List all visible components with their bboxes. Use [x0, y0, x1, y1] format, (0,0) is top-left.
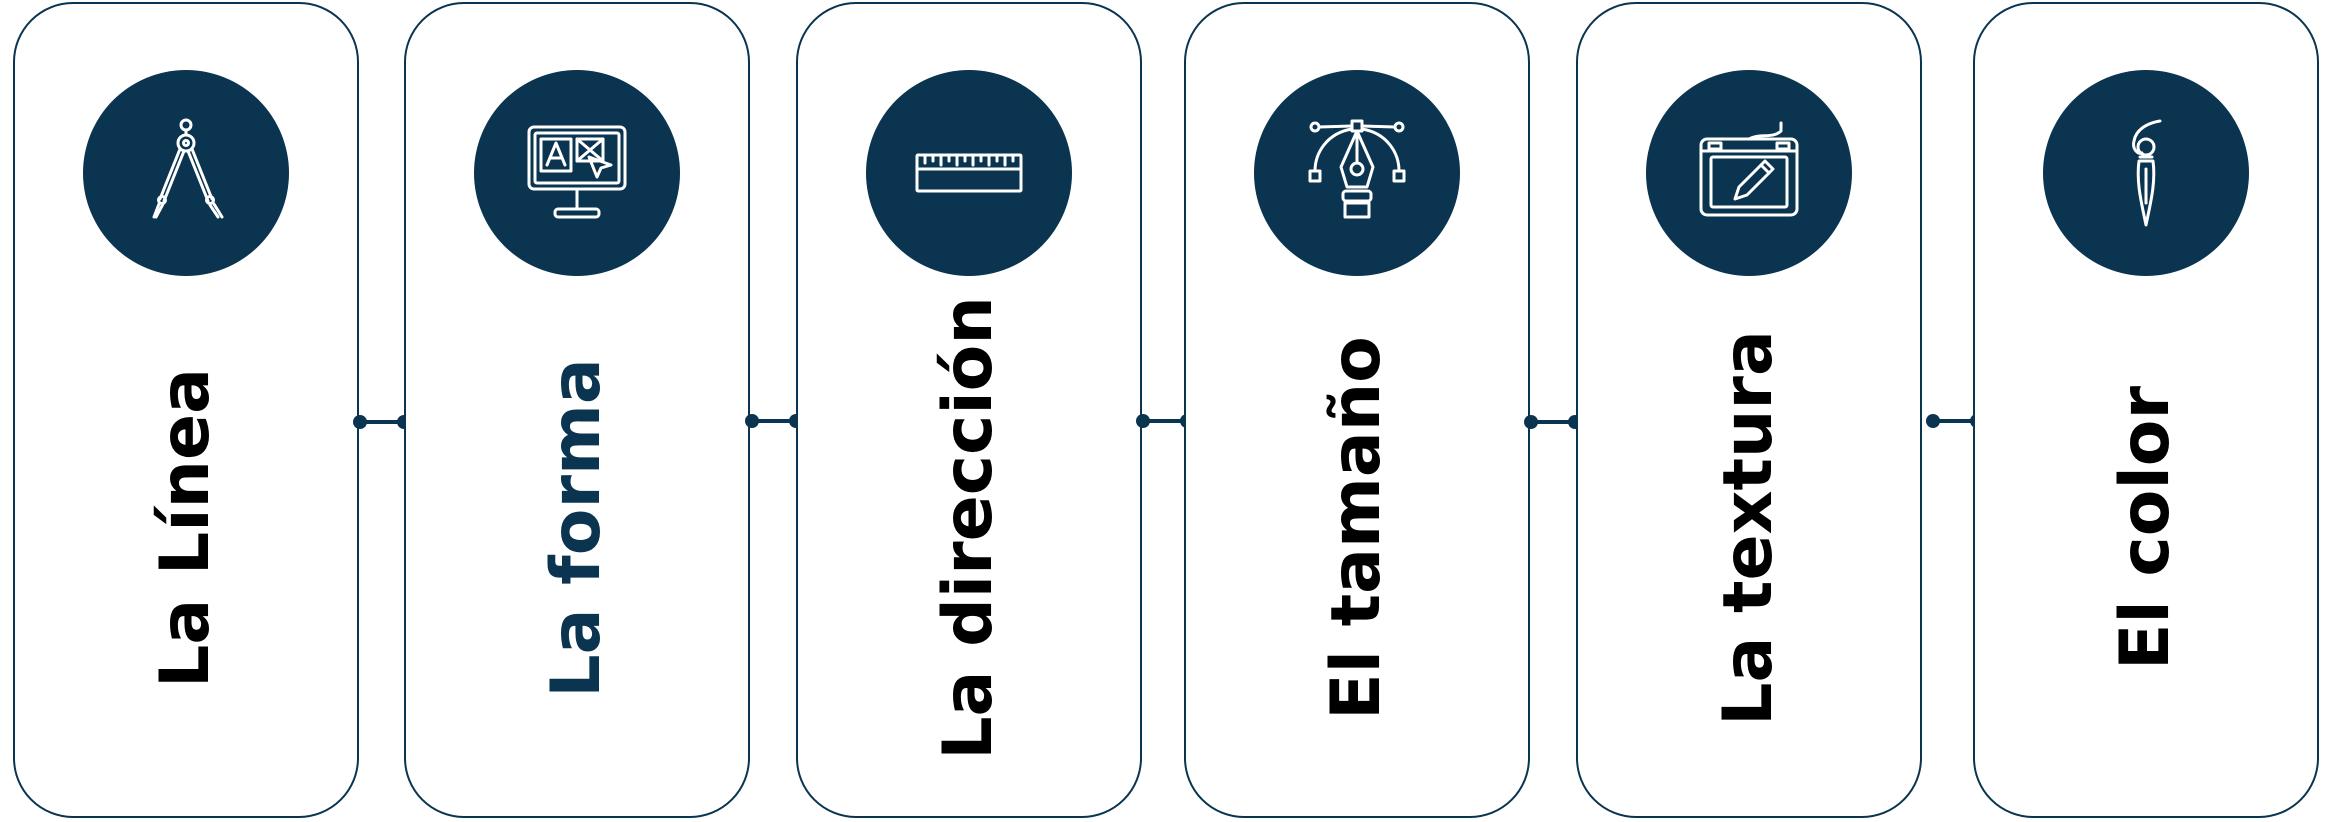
card-label: La textura: [1709, 330, 1788, 726]
connector: [1523, 414, 1583, 430]
ruler-icon: [915, 153, 1023, 193]
card-la-textura: La textura: [1576, 2, 1922, 818]
card-label: El color: [2106, 385, 2185, 671]
icon-circle: [1646, 70, 1852, 276]
icon-circle: [1254, 70, 1460, 276]
card-label: La dirección: [929, 296, 1008, 760]
drawing-tablet-icon: [1699, 121, 1799, 217]
compass-icon: [152, 118, 224, 219]
card-la-direccion: La dirección: [796, 2, 1142, 818]
card-el-color: El color: [1973, 2, 2319, 818]
card-la-forma: La forma: [404, 2, 750, 818]
icon-circle: [474, 70, 680, 276]
card-label: El tamaño: [1317, 336, 1396, 720]
card-label: La forma: [537, 358, 616, 698]
pen-tool-icon: [1308, 119, 1406, 219]
card-la-linea: La Línea: [13, 2, 359, 818]
design-monitor-icon: [527, 125, 627, 219]
connector: [352, 414, 412, 430]
paintbrush-icon: [2132, 119, 2162, 227]
card-el-tamano: El tamaño: [1184, 2, 1530, 818]
connector: [744, 413, 804, 429]
icon-circle: [83, 70, 289, 276]
icon-circle: [2043, 70, 2249, 276]
card-label: La Línea: [146, 368, 225, 688]
icon-circle: [866, 70, 1072, 276]
